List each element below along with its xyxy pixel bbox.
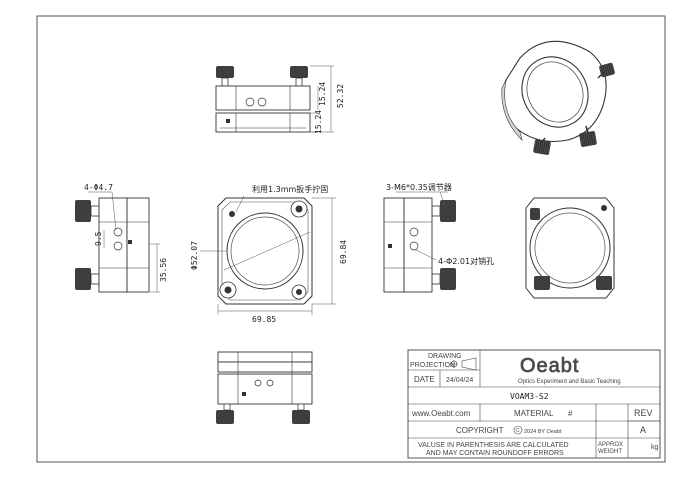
dim-front-width: 69.85 — [252, 315, 276, 324]
iso-view — [501, 40, 615, 155]
brand-subtitle: Optics Experiment and Basic Teaching — [518, 379, 621, 385]
knob-icon — [579, 131, 597, 147]
copyright-icon — [513, 425, 523, 435]
knob-icon — [440, 268, 456, 290]
knob-icon — [530, 208, 540, 220]
brand-logo: Oeabt — [520, 355, 579, 377]
part-number: VOAM3-S2 — [510, 392, 549, 401]
knob-icon — [75, 200, 91, 222]
dim-top-3: 15.24 — [314, 110, 323, 134]
knob-icon — [75, 268, 91, 290]
title-block: DRAWING PROJECTION DATE 24/04/24 Oeabt O… — [407, 349, 661, 459]
approx-label: APPROX — [598, 442, 623, 448]
dim-side-2: 35.56 — [159, 258, 168, 282]
material-label: MATERIAL — [514, 409, 554, 418]
material-value: # — [568, 409, 573, 418]
knob-icon — [290, 66, 308, 78]
drawing-label: DRAWING — [428, 353, 462, 360]
bottom-view — [216, 351, 313, 424]
note-wrench: 利用1.3mm扳手拧固 — [252, 184, 328, 194]
dim-front-height: 69.84 — [339, 240, 348, 264]
knob-icon — [216, 410, 234, 424]
note-adjuster: 3-M6*0.35调节器 — [386, 183, 452, 192]
front-view: 利用1.3mm扳手拧固 Φ52.07 69.84 69.85 — [190, 184, 348, 324]
note-line-2: AND MAY CONTAIN ROUNDOFF ERRORS — [426, 450, 564, 457]
knob-icon — [596, 276, 612, 290]
weight-unit: kg — [651, 444, 659, 451]
top-view: 15.24 52.32 15.24 — [215, 65, 345, 134]
sheet-border — [36, 15, 666, 463]
copyright-symbol: C — [516, 428, 520, 434]
back-view — [525, 197, 615, 299]
knob-icon — [216, 66, 234, 78]
dim-front-dia: Φ52.07 — [190, 241, 199, 270]
rev-value: A — [640, 425, 646, 435]
knob-icon — [440, 200, 456, 222]
copyright-label: COPYRIGHT — [456, 426, 504, 435]
knob-icon — [533, 139, 551, 155]
date-label: DATE — [414, 375, 435, 384]
dim-top-2: 52.32 — [336, 84, 345, 108]
dim-side-holes: 4-Φ4.7 — [84, 183, 113, 192]
copyright-value: 2024 BY Oeabt — [524, 429, 562, 435]
note-line-1: VALUSE IN PARENTHESIS ARE CALCULATED — [418, 442, 569, 449]
projection-icon — [450, 357, 477, 371]
note-pins: 4-Φ2.01对销孔 — [438, 256, 494, 266]
weight-label: WEIGHT — [598, 449, 622, 455]
dim-top-1: 15.24 — [318, 82, 327, 106]
projection-label: PROJECTION — [410, 362, 455, 369]
knob-icon — [534, 276, 550, 290]
side-view: 4-Φ4.7 9.5 35.56 — [75, 183, 168, 293]
date-value: 24/04/24 — [446, 377, 473, 384]
website: www.Oeabt.com — [411, 409, 471, 418]
dim-side-1: 9.5 — [94, 231, 103, 246]
rev-label: REV — [634, 408, 653, 418]
knob-icon — [292, 410, 310, 424]
right-view: 3-M6*0.35调节器 4-Φ2.01对销孔 — [383, 183, 494, 293]
